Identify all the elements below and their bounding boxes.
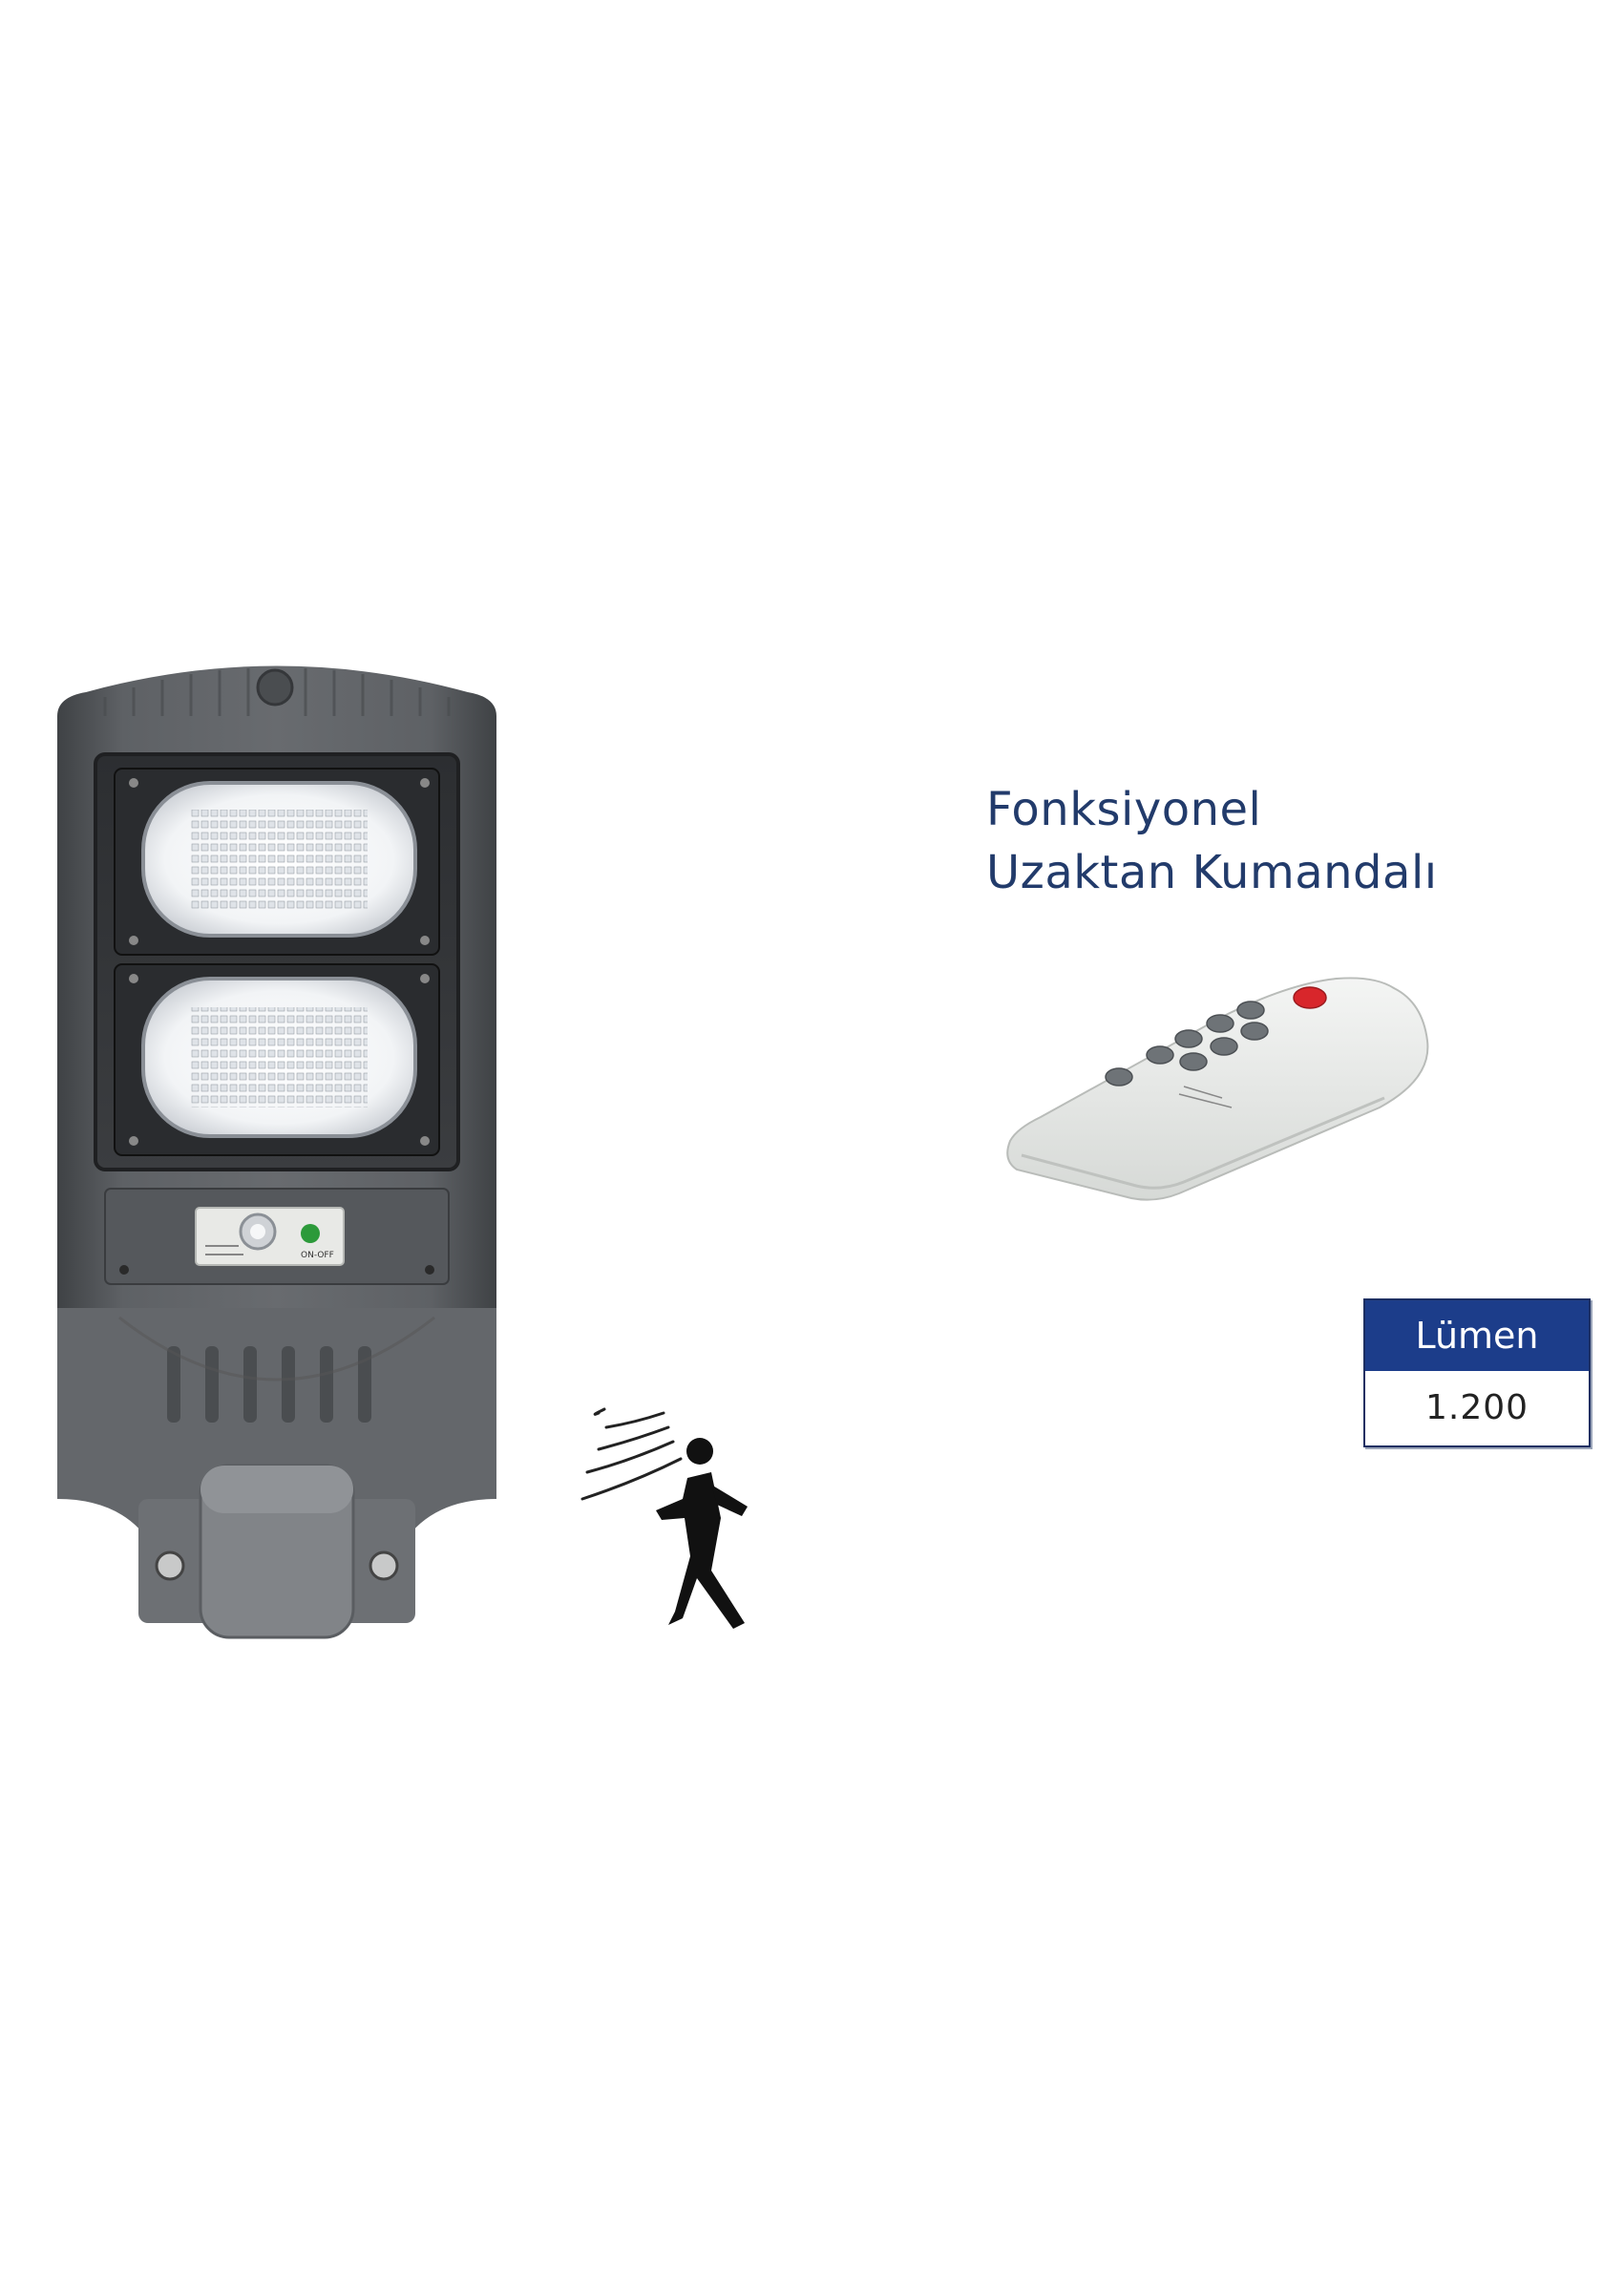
lumen-spec-badge: Lümen 1.200 — [1363, 1298, 1591, 1447]
motion-sensor-walking-person-icon — [580, 1407, 748, 1629]
feature-heading: Fonksiyonel Uzaktan Kumandalı — [986, 778, 1438, 904]
on-off-label: ON-OFF — [301, 1251, 334, 1260]
feature-heading-line2: Uzaktan Kumandalı — [986, 846, 1438, 899]
solar-street-lamp-image: ON-OFF — [57, 665, 496, 1639]
lumen-label: Lümen — [1365, 1300, 1589, 1371]
feature-heading-line1: Fonksiyonel — [986, 783, 1262, 836]
remote-control-image — [1006, 977, 1429, 1201]
lumen-value: 1.200 — [1424, 1388, 1529, 1427]
